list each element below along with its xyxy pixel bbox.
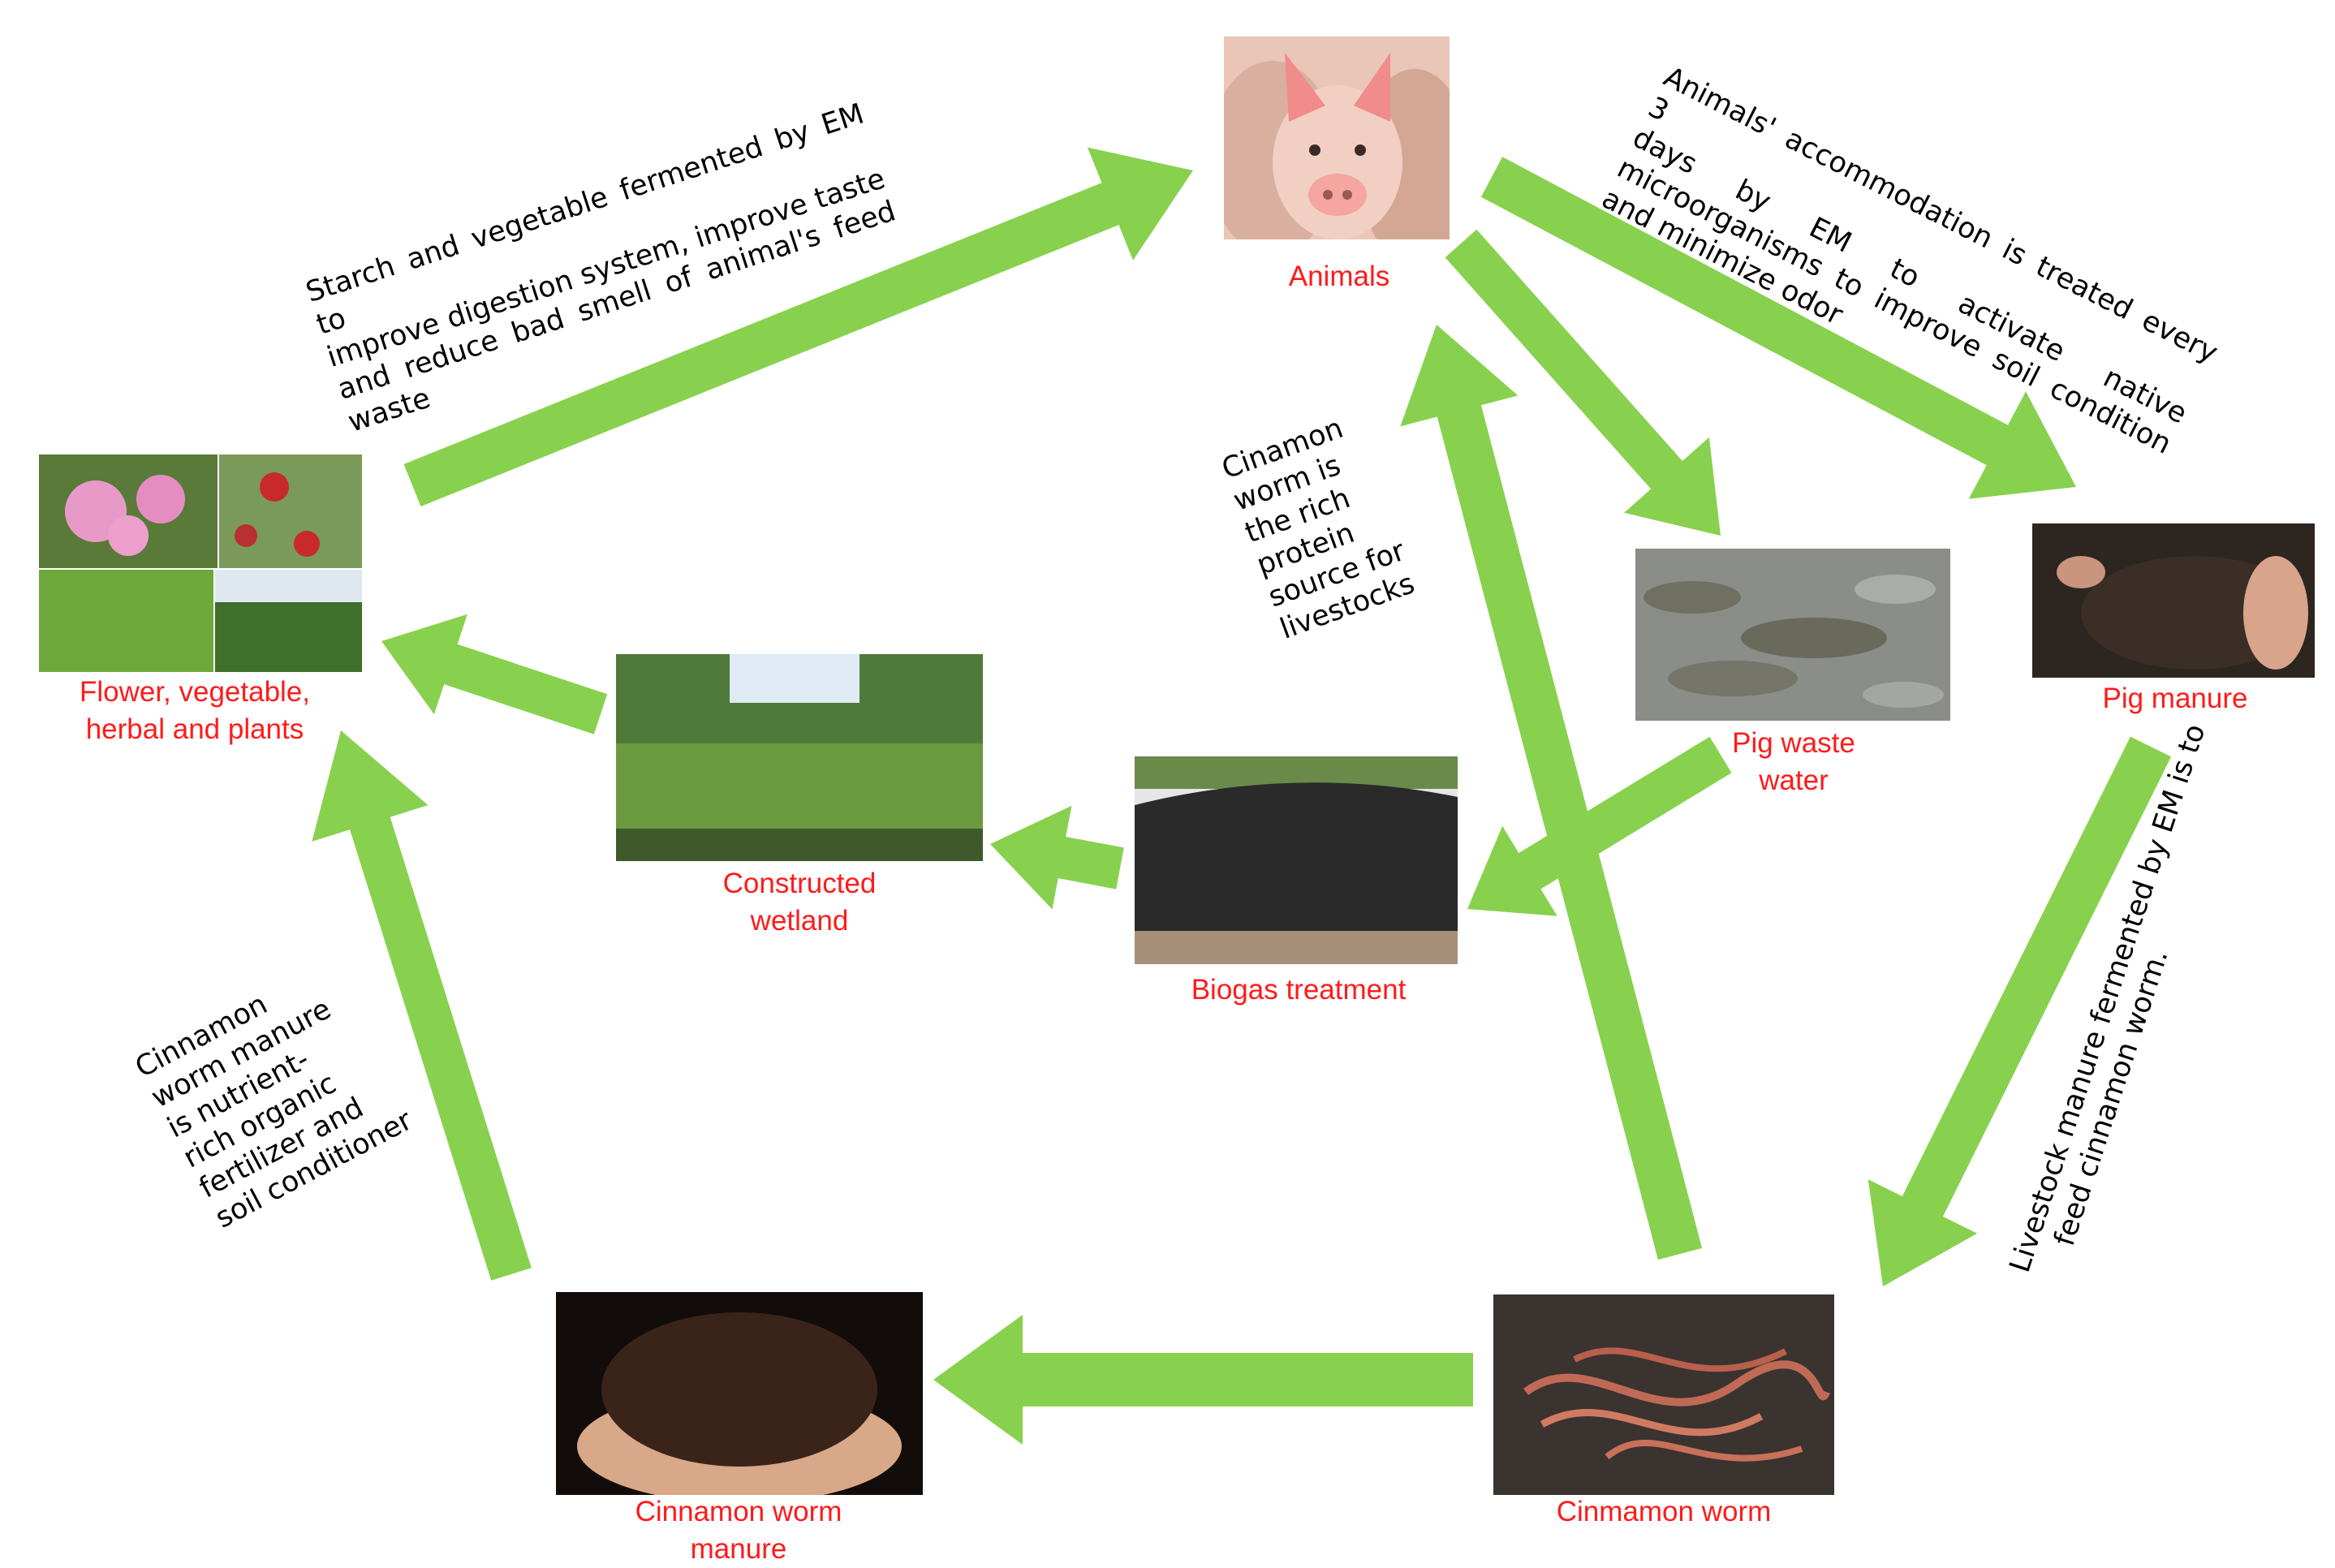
constructed-wetland-label-line1: Constructed [666, 865, 933, 902]
constructed-wetland-label-line2: wetland [666, 902, 933, 940]
worm-manure-photo [556, 1292, 923, 1495]
plants-label: Flower, vegetable, herbal and plants [24, 674, 365, 748]
constructed-wetland-photo [616, 654, 983, 861]
plants-photo [39, 454, 362, 672]
pig-manure-label: Pig manure [2029, 680, 2321, 717]
worm-label: Cinmamon worm [1493, 1493, 1834, 1531]
biogas-icon [1135, 756, 1458, 964]
wetland-to-plants-arrow [381, 614, 607, 734]
worm-icon [1493, 1294, 1834, 1495]
pig-waste-water-photo [1635, 549, 1950, 721]
animals-label: Animals [1217, 258, 1461, 295]
animals-photo [1224, 37, 1450, 239]
pig-waste-water-label-line1: Pig waste [1688, 725, 1899, 762]
pig-waste-water-label-line2: water [1688, 762, 1899, 799]
wetland-icon [616, 654, 983, 861]
worm-manure-label: Cinnamon worm manure [584, 1493, 893, 1568]
plants-label-line2: herbal and plants [24, 711, 365, 748]
worm-manure-label-line1: Cinnamon worm [584, 1493, 893, 1531]
manure-icon [2032, 523, 2315, 678]
biogas-to-wetland-arrow [990, 806, 1124, 910]
constructed-wetland-label: Constructed wetland [666, 865, 933, 940]
pig-manure-photo [2032, 523, 2315, 678]
flower-icon [39, 454, 362, 672]
hands-icon [556, 1292, 923, 1495]
pig-waste-water-label: Pig waste water [1688, 725, 1899, 799]
worm-to-worm-manure-arrow [933, 1315, 1473, 1445]
worm-manure-label-line2: manure [584, 1531, 893, 1568]
biogas-photo [1135, 756, 1458, 964]
worm-photo [1493, 1294, 1834, 1495]
plants-label-line1: Flower, vegetable, [24, 674, 365, 711]
pig-icon [1224, 37, 1450, 239]
water-icon [1635, 549, 1950, 721]
biogas-label: Biogas treatment [1128, 971, 1469, 1009]
